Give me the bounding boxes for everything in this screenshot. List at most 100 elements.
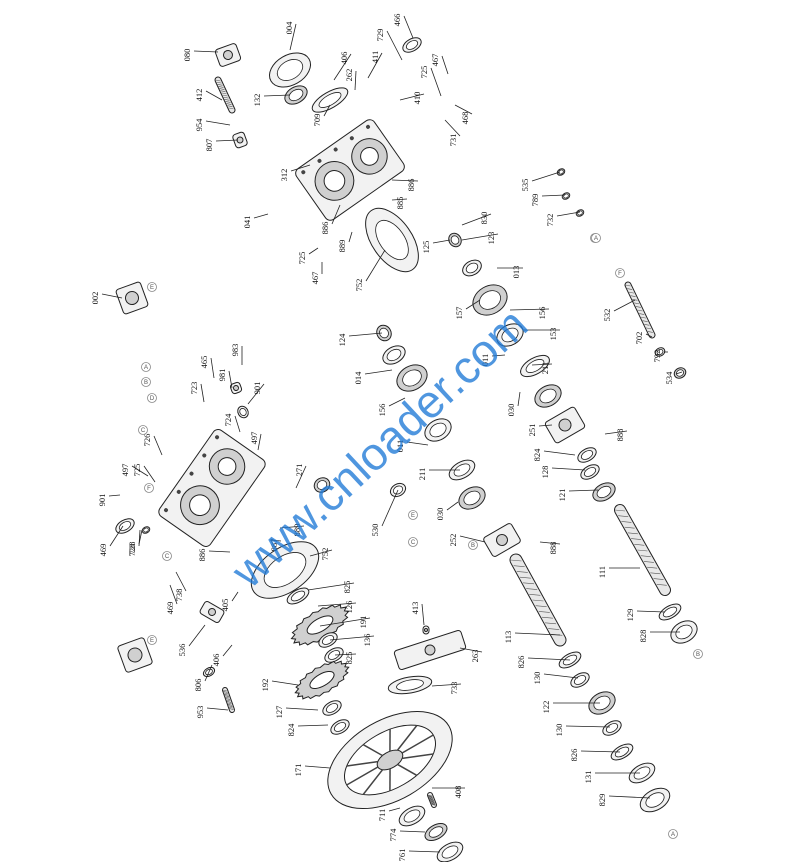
leader-line — [175, 571, 187, 592]
part-label: 901 — [97, 494, 107, 507]
part-label: 030 — [435, 508, 445, 521]
leader-line — [289, 23, 297, 51]
cylinder-block-upper — [472, 284, 508, 316]
part-label: 412 — [194, 89, 204, 102]
leader-line — [329, 635, 375, 641]
part-label: 136 — [362, 634, 372, 647]
part-label: 011 — [480, 354, 490, 366]
ref-letter: F — [147, 486, 151, 492]
part-label: 410 — [412, 92, 422, 105]
part-label: 157 — [454, 307, 464, 320]
part-label: 886 — [197, 549, 207, 562]
leader-line — [399, 93, 425, 101]
leader-line — [517, 391, 521, 407]
leader-line — [391, 198, 408, 201]
ref-letter: B — [144, 380, 148, 386]
ref-letter: E — [411, 513, 415, 519]
ref-letter: F — [618, 271, 622, 277]
leader-line — [613, 299, 636, 312]
part-label: 124 — [337, 333, 347, 347]
part-label: 121 — [557, 489, 567, 502]
seal-774 — [424, 822, 448, 842]
leader-line — [608, 795, 651, 799]
plug-408 — [427, 792, 437, 808]
leader-line — [432, 239, 451, 244]
cylinder-block-lower — [396, 364, 428, 392]
leader-line — [446, 501, 459, 511]
main-flange-171 — [327, 710, 453, 810]
leader-line — [204, 664, 213, 682]
leader-line — [153, 435, 163, 456]
leader-line — [365, 249, 386, 282]
ref-letter: E — [150, 285, 154, 291]
part-label: 130 — [554, 724, 564, 737]
yoke-030-lower — [458, 486, 486, 510]
leader-line — [228, 370, 233, 389]
part-label: 156 — [377, 404, 387, 417]
control-valve-002-top — [115, 281, 149, 315]
leader-line — [138, 529, 143, 545]
part-label: 532 — [602, 309, 612, 322]
ref-circle — [144, 483, 154, 493]
leader-line — [509, 308, 550, 311]
ref-letter: E — [150, 638, 154, 644]
part-label: 002 — [90, 292, 100, 305]
leader-line — [391, 179, 419, 182]
plug-469-right — [313, 477, 331, 493]
part-label: 113 — [503, 631, 513, 643]
fitting-981 — [229, 381, 243, 395]
leader-line — [319, 617, 371, 627]
part-label: 761 — [397, 849, 407, 862]
plug-466 — [402, 37, 422, 53]
leader-line — [459, 647, 483, 653]
ref-letter: C — [141, 428, 146, 434]
watermark-text: www.cnloader.com — [221, 298, 538, 598]
gasket-752-upper — [365, 207, 419, 273]
part-label: 828 — [638, 630, 648, 643]
bearing-cover-251 — [544, 406, 586, 444]
part-label: 725 — [297, 252, 307, 265]
part-label: 725 — [419, 66, 429, 79]
ref-circle — [408, 510, 418, 520]
part-label: 080 — [182, 49, 192, 62]
part-label: 724 — [223, 413, 233, 427]
part-label: 192 — [260, 679, 270, 692]
plug-413 — [422, 625, 430, 635]
leader-line — [215, 139, 239, 142]
part-label: 156 — [537, 307, 547, 320]
part-label: 467 — [430, 54, 440, 67]
part-label: 467 — [310, 272, 320, 285]
leader-line — [210, 357, 215, 379]
leader-line — [308, 247, 319, 255]
snap-ring-829 — [639, 787, 671, 813]
part-label: 953 — [195, 706, 205, 719]
part-label: 004 — [284, 21, 294, 35]
ref-letter: B — [696, 652, 700, 658]
part-label: 709 — [312, 114, 322, 127]
part-label: 497 — [249, 432, 259, 445]
ring-127 — [322, 700, 342, 716]
part-label: 887 — [269, 539, 279, 552]
part-label: 263 — [470, 650, 480, 663]
control-valve-002-bottom — [117, 637, 153, 673]
plug-807 — [232, 131, 248, 149]
control-valve-080 — [214, 43, 242, 67]
leader-line — [551, 467, 586, 471]
leader-line — [461, 233, 499, 241]
ring-826-b — [610, 743, 634, 761]
leader-line — [205, 90, 223, 101]
part-label: 530 — [370, 524, 380, 537]
leader-line — [169, 584, 178, 605]
part-label: 132 — [252, 94, 262, 107]
gasket-752-lower — [250, 541, 320, 599]
leader-line — [531, 363, 553, 366]
ref-circle — [408, 537, 418, 547]
leader-line — [307, 582, 355, 591]
ring-126 — [318, 632, 338, 648]
ref-circle — [693, 649, 703, 659]
part-label: 954 — [194, 118, 204, 132]
part-label: 830 — [479, 212, 489, 225]
part-label: 312 — [279, 169, 289, 182]
